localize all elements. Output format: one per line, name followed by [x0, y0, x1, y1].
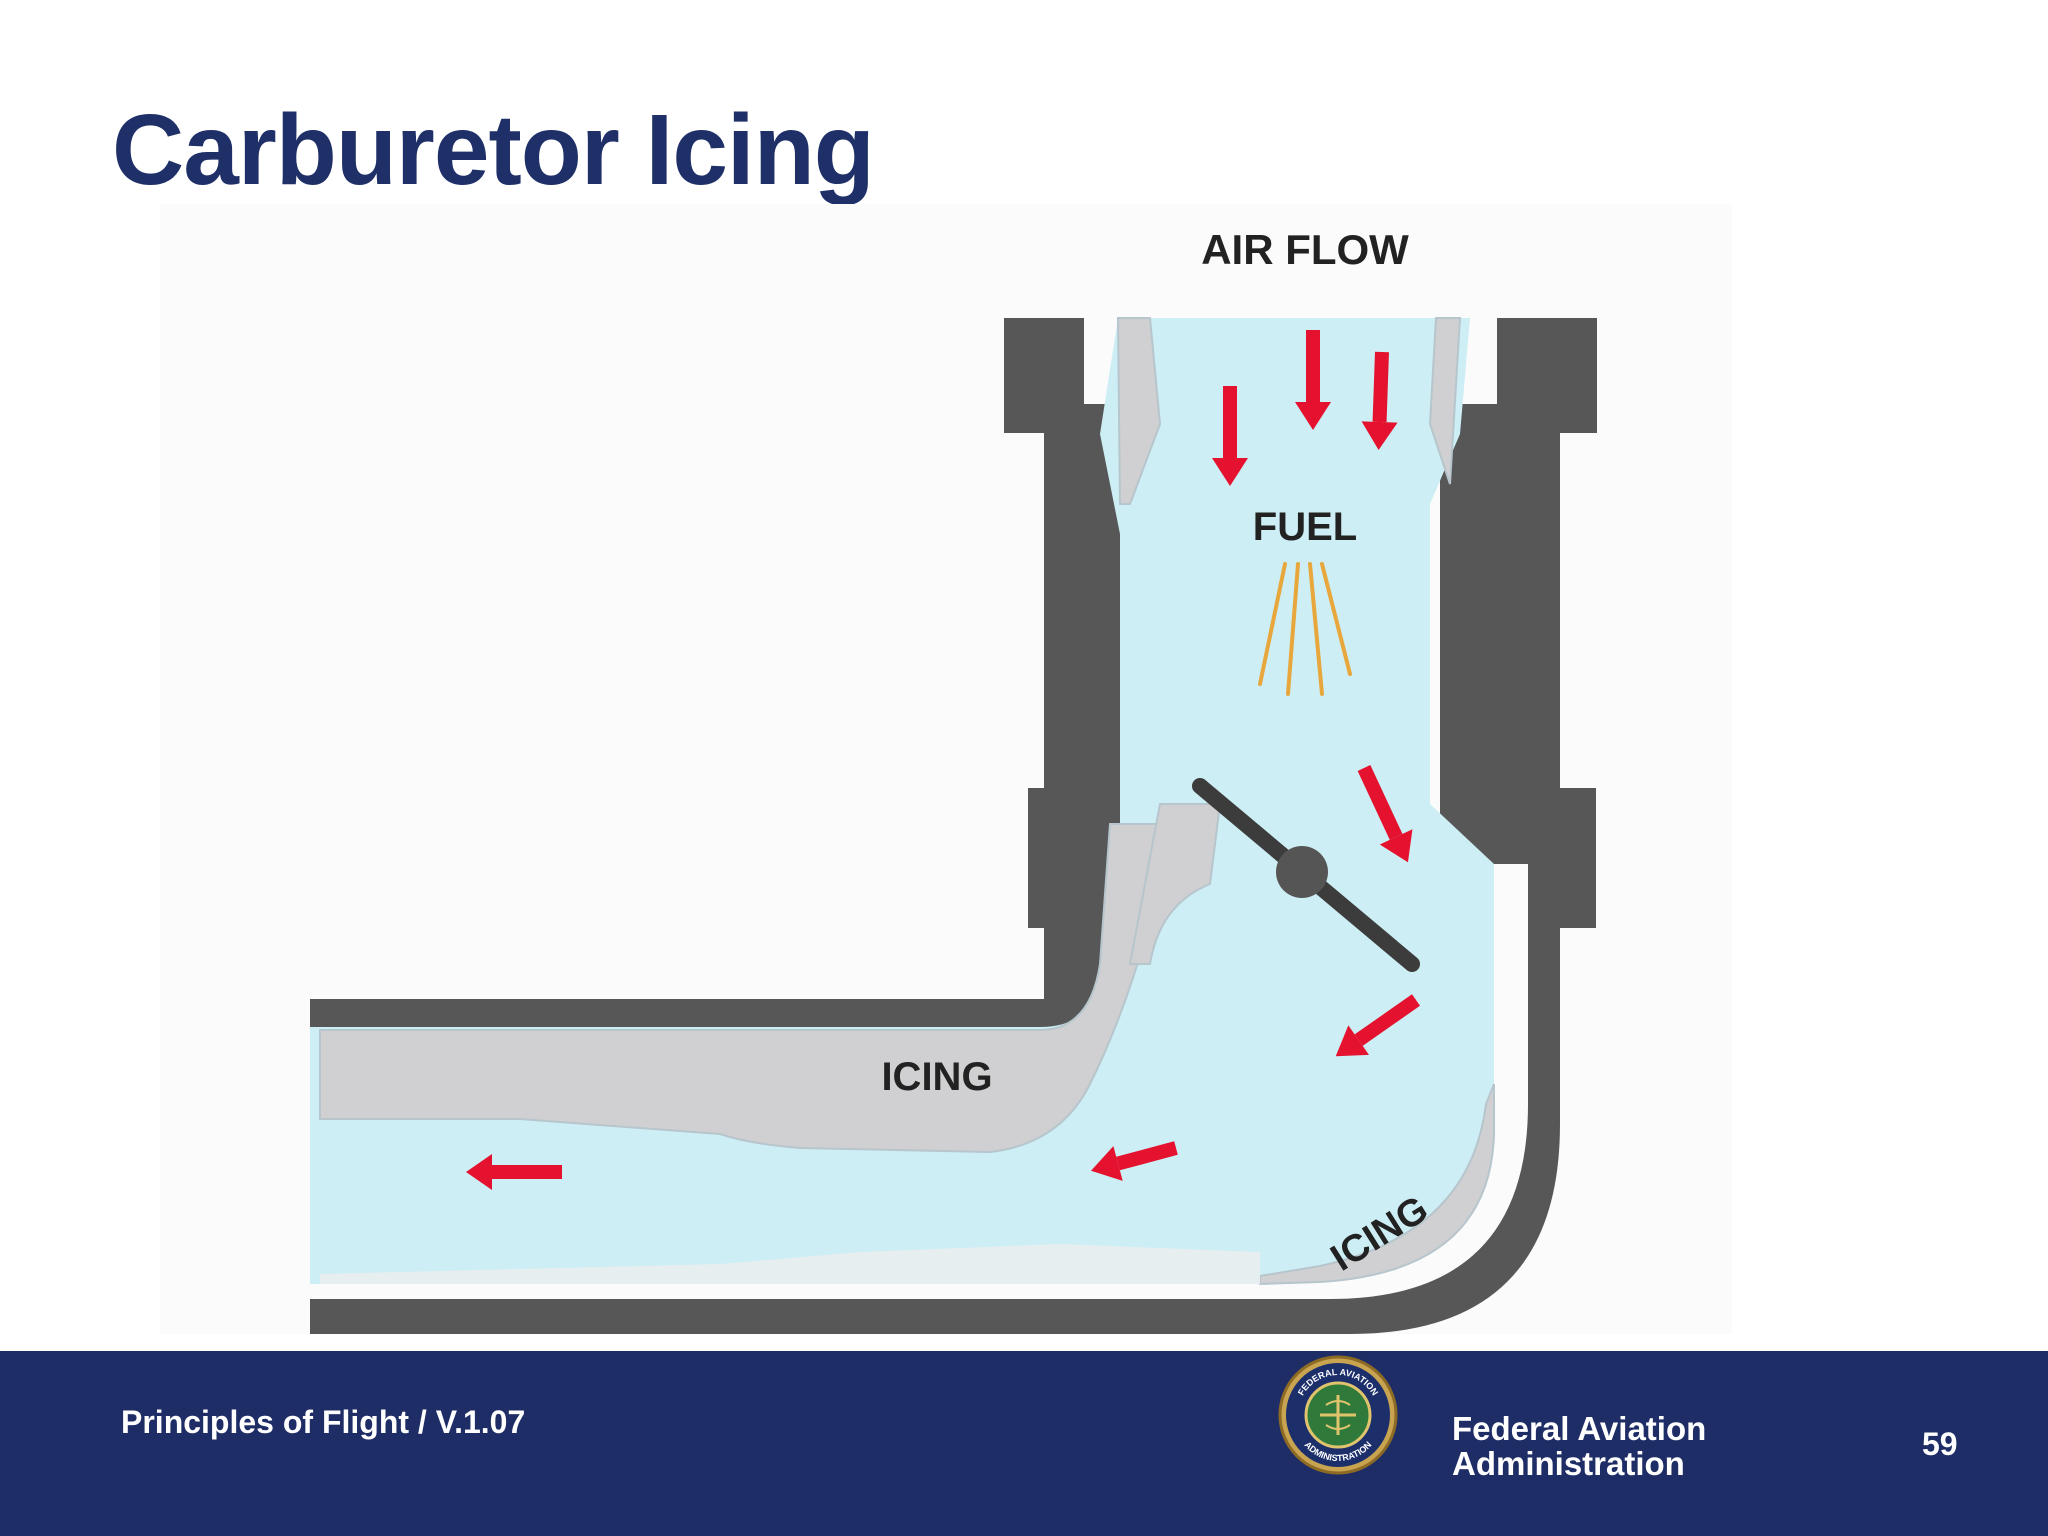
fuel-spray-line	[1286, 562, 1300, 696]
throttle-valve	[1192, 778, 1420, 972]
flow-arrow	[1335, 994, 1421, 1057]
fuel-spray	[1258, 562, 1352, 696]
ice-bend	[1259, 1083, 1495, 1286]
ice-bottom-channel	[320, 1244, 1260, 1284]
agency-name: Federal Aviation Administration	[1452, 1411, 1706, 1481]
slide-footer: Principles of Flight / V.1.07 FEDERAL AV…	[0, 1351, 2048, 1536]
ice-throttle-wedge	[1128, 803, 1222, 965]
flow-arrow	[466, 1154, 562, 1190]
ice-deposits	[319, 317, 1495, 1286]
agency-name-line1: Federal Aviation	[1452, 1410, 1707, 1447]
flow-arrows	[466, 330, 1421, 1190]
carburetor-diagram: AIR FLOW FUEL ICING ICING	[310, 226, 1597, 1334]
flow-arrow	[1295, 330, 1331, 430]
page-number: 59	[1922, 1426, 1958, 1462]
slide-title: Carburetor Icing	[112, 94, 875, 206]
fuel-spray-line	[1308, 562, 1324, 696]
ice-left-branch	[319, 823, 1161, 1154]
faa-seal-logo: FEDERAL AVIATION ADMINISTRATION	[1278, 1355, 1398, 1475]
flow-arrow	[1090, 1141, 1178, 1181]
ice-top-inlet-left	[1116, 317, 1162, 505]
fuel-spray-line	[1258, 562, 1287, 686]
ice-top-inlet-right	[1428, 317, 1462, 485]
course-label: Principles of Flight / V.1.07	[121, 1404, 526, 1440]
fuel-label: FUEL	[1253, 505, 1357, 549]
vertical-wall-right	[1440, 404, 1560, 864]
air-flow-label: AIR FLOW	[1201, 226, 1409, 273]
middle-flange-left	[1028, 788, 1094, 928]
icing-left-label: ICING	[881, 1055, 992, 1099]
top-wall-left-branch	[310, 999, 1100, 1029]
flow-arrow	[1212, 386, 1248, 486]
fuel-spray-line	[1320, 562, 1352, 676]
flow-arrow	[1361, 351, 1398, 450]
carburetor-casing	[310, 318, 1597, 1334]
bottom-wall	[310, 1299, 1070, 1334]
agency-name-line2: Administration	[1452, 1445, 1685, 1482]
carburetor-diagram-panel: AIR FLOW FUEL ICING ICING	[160, 204, 1732, 1334]
throttle-pivot	[1276, 846, 1328, 898]
flow-arrow	[1357, 765, 1413, 863]
